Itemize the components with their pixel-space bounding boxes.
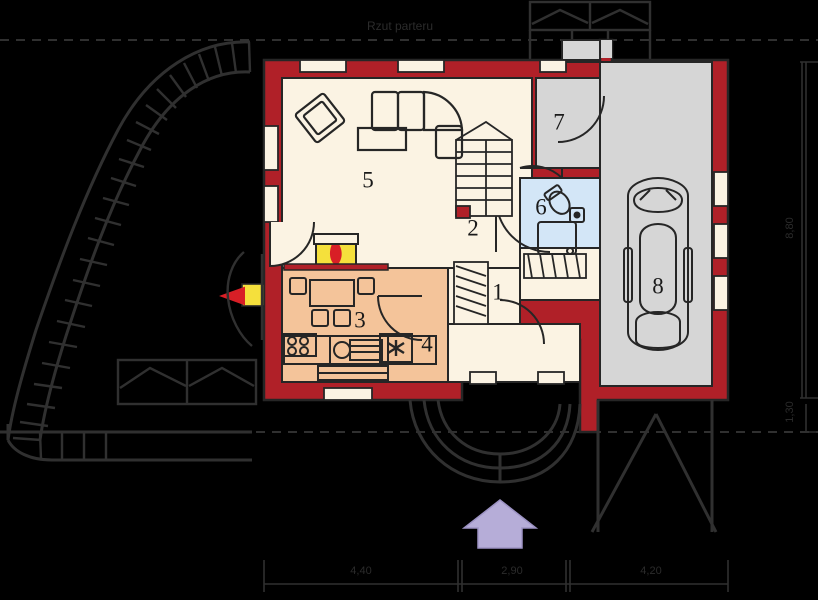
- room-number-5: 5: [362, 167, 374, 192]
- car: [623, 176, 693, 352]
- entry-porch-notch: [561, 39, 601, 61]
- garden-terrace: [116, 358, 258, 406]
- hall-closet: [523, 253, 587, 279]
- dimension-bottom-1: 4,40: [350, 565, 371, 577]
- garden-path: [0, 40, 252, 462]
- room-number-7: 7: [553, 109, 565, 134]
- utility-appliance: [379, 333, 413, 363]
- bottom-dimension-line: [263, 560, 729, 592]
- windows: [263, 59, 729, 401]
- understair-storage: [453, 261, 489, 325]
- entry-steps: [408, 399, 582, 484]
- right-dimension-line: [800, 61, 818, 433]
- room-number-4: 4: [421, 331, 433, 356]
- room-number-3: 3: [354, 307, 366, 332]
- garage-driveway: [590, 400, 718, 533]
- dimension-bottom-2: 2,90: [501, 565, 522, 577]
- kitchen-furniture: [283, 277, 437, 381]
- living-room-furniture: [294, 90, 464, 160]
- reference-lines: [0, 39, 818, 433]
- room-number-2: 2: [467, 215, 479, 240]
- dimension-right-1: 8,80: [784, 217, 796, 238]
- main-entrance-arrow[interactable]: [461, 499, 539, 549]
- dimension-right-2: 1,30: [784, 401, 796, 422]
- room-number-1: 1: [492, 279, 504, 304]
- door-swings: [269, 95, 605, 345]
- fireplace: [283, 233, 389, 271]
- room-number-6: 6: [535, 194, 547, 219]
- plan-title: Rzut parteru: [367, 19, 433, 33]
- staircase: [455, 120, 513, 219]
- room-number-8: 8: [652, 273, 664, 298]
- bathroom-fixtures: [537, 184, 585, 255]
- side-entrance-marker: [219, 283, 265, 307]
- side-entrance-path: [226, 251, 264, 347]
- dimension-bottom-3: 4,20: [640, 565, 661, 577]
